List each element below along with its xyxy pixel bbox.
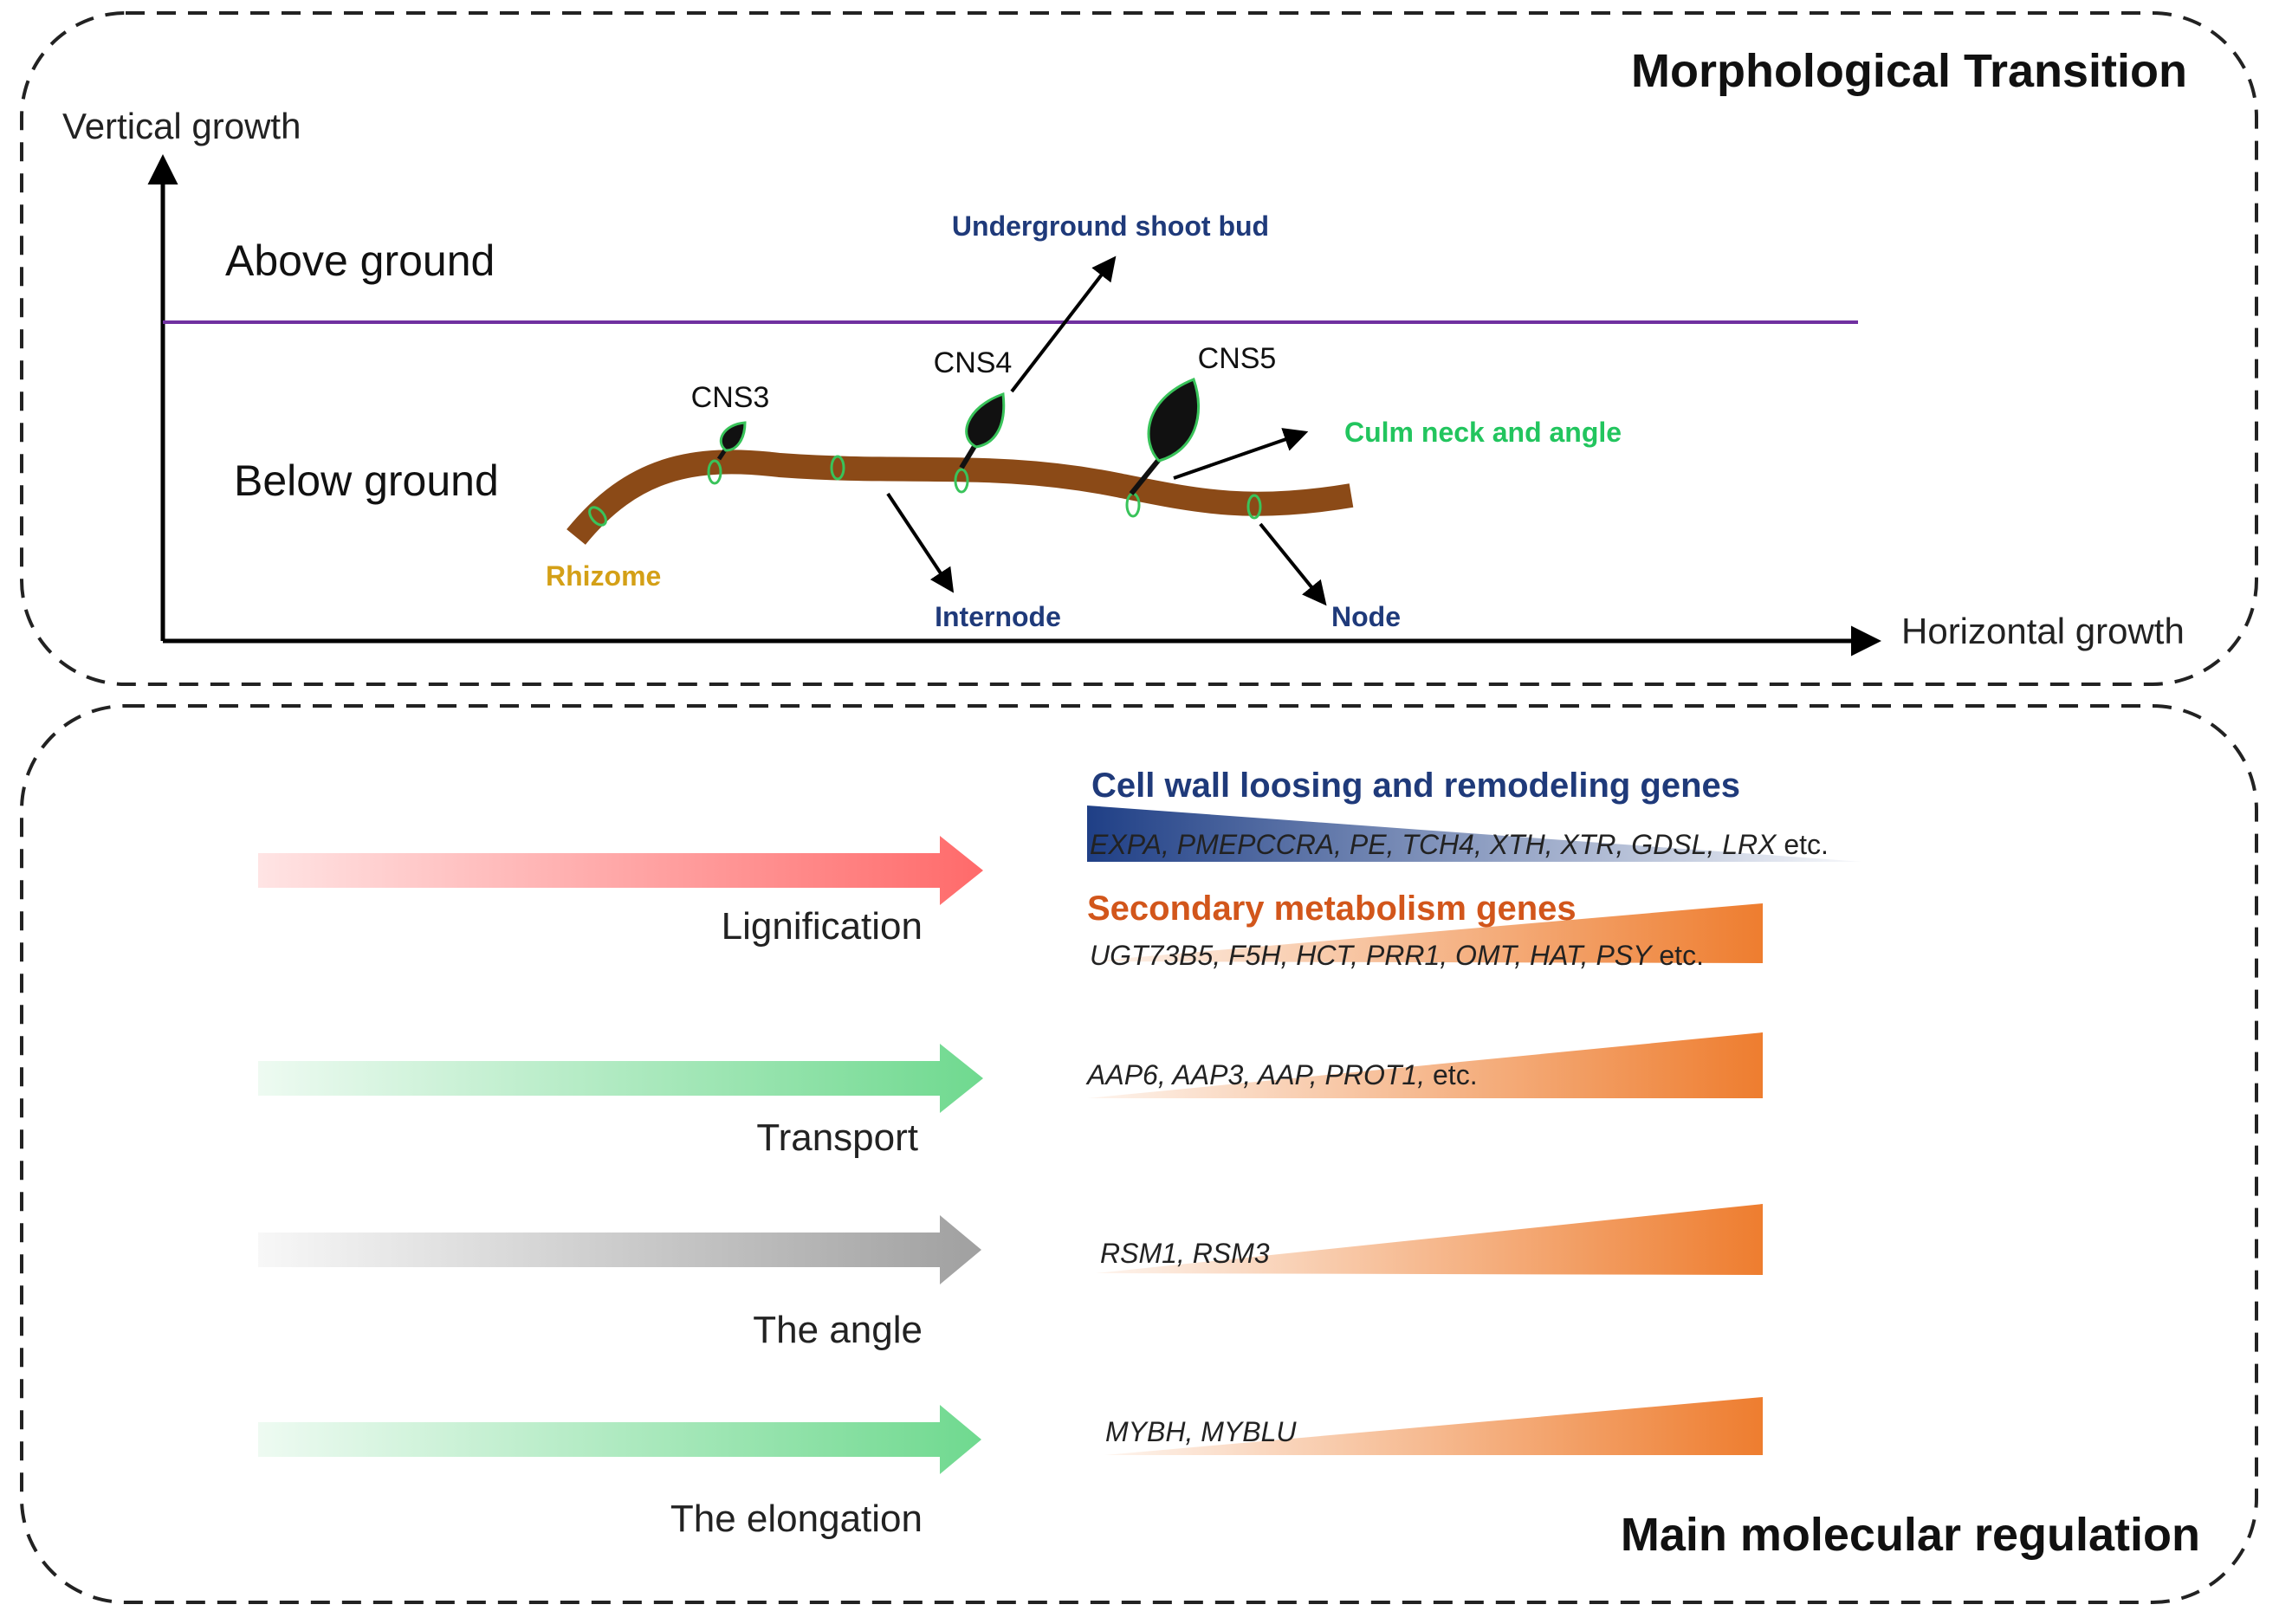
- process-label-elongation: The elongation: [670, 1498, 923, 1540]
- rhizome-node: [707, 459, 722, 485]
- process-label-lignification: Lignification: [722, 905, 923, 948]
- internode-label: Internode: [935, 601, 1061, 632]
- transport-genes-wedge: [1087, 1032, 1763, 1098]
- cns5-label: CNS5: [1198, 342, 1277, 375]
- panel-molecular-border: [20, 704, 2258, 1604]
- rhizome-shape: [567, 450, 1354, 545]
- culm-neck-arrow: [1173, 428, 1309, 480]
- cns5-bud: [1147, 378, 1201, 463]
- process-label-angle: The angle: [753, 1309, 923, 1351]
- rhizome-node: [1246, 494, 1262, 520]
- secondary-etc: etc.: [1651, 940, 1703, 971]
- transport-arrow: [258, 1044, 983, 1113]
- angle-arrow: [258, 1215, 981, 1284]
- below-ground-label: Below ground: [234, 456, 499, 505]
- shoot-bud-arrow: [1010, 256, 1117, 393]
- rhizome-node: [954, 468, 969, 494]
- morphological-title: Morphological Transition: [1631, 45, 2187, 97]
- secondary-gene-list: UGT73B5, F5H, HCT, PRR1, OMT, HAT, PSY: [1090, 940, 1654, 971]
- rhizome-node: [830, 455, 845, 481]
- internode-arrow: [886, 492, 955, 593]
- cell-wall-title: Cell wall loosing and remodeling genes: [1091, 767, 1740, 805]
- node-label: Node: [1331, 601, 1401, 632]
- x-axis-label: Horizontal growth: [1901, 611, 2185, 651]
- cell-wall-wedge: [1087, 806, 1862, 862]
- transport-genes: AAP6, AAP3, AAP, PROT1, etc.: [1085, 1059, 1478, 1090]
- molecular-title: Main molecular regulation: [1621, 1509, 2200, 1561]
- rhizome-node: [588, 506, 607, 527]
- above-ground-label: Above ground: [225, 236, 495, 285]
- cns5-stem: [1129, 456, 1163, 495]
- process-label-transport: Transport: [756, 1116, 918, 1159]
- node-arrow: [1259, 522, 1327, 606]
- secondary-metabolism-genes: UGT73B5, F5H, HCT, PRR1, OMT, HAT, PSY e…: [1090, 940, 1704, 971]
- transport-gene-list: AAP6, AAP3, AAP, PROT1,: [1085, 1059, 1425, 1090]
- cell-wall-gene-list: EXPA, PMEPCCRA, PE, TCH4, XTH, XTR, GDSL…: [1090, 829, 1777, 860]
- cell-wall-etc: etc.: [1776, 829, 1828, 860]
- secondary-metabolism-wedge: [1087, 903, 1763, 963]
- culm-neck-label: Culm neck and angle: [1344, 417, 1622, 448]
- secondary-metabolism-title: Secondary metabolism genes: [1087, 890, 1577, 928]
- lignification-arrow: [258, 836, 983, 905]
- cell-wall-genes: EXPA, PMEPCCRA, PE, TCH4, XTH, XTR, GDSL…: [1090, 829, 1829, 860]
- cns4-stem: [959, 442, 979, 469]
- transport-etc: etc.: [1425, 1059, 1477, 1090]
- y-axis-label: Vertical growth: [62, 106, 301, 146]
- rhizome-label: Rhizome: [546, 560, 661, 592]
- cns3-label: CNS3: [691, 381, 770, 414]
- angle-genes: RSM1, RSM3: [1100, 1238, 1270, 1269]
- cns4-label: CNS4: [934, 346, 1013, 379]
- cns4-bud: [965, 391, 1006, 449]
- angle-genes-wedge: [1096, 1204, 1763, 1275]
- panel-morphological-border: [20, 11, 2258, 686]
- shoot-bud-label: Underground shoot bud: [952, 210, 1269, 242]
- elongation-arrow: [258, 1405, 981, 1474]
- elongation-genes: MYBH, MYBLU: [1105, 1416, 1297, 1447]
- elongation-genes-wedge: [1104, 1397, 1763, 1455]
- cns3-bud: [719, 421, 747, 452]
